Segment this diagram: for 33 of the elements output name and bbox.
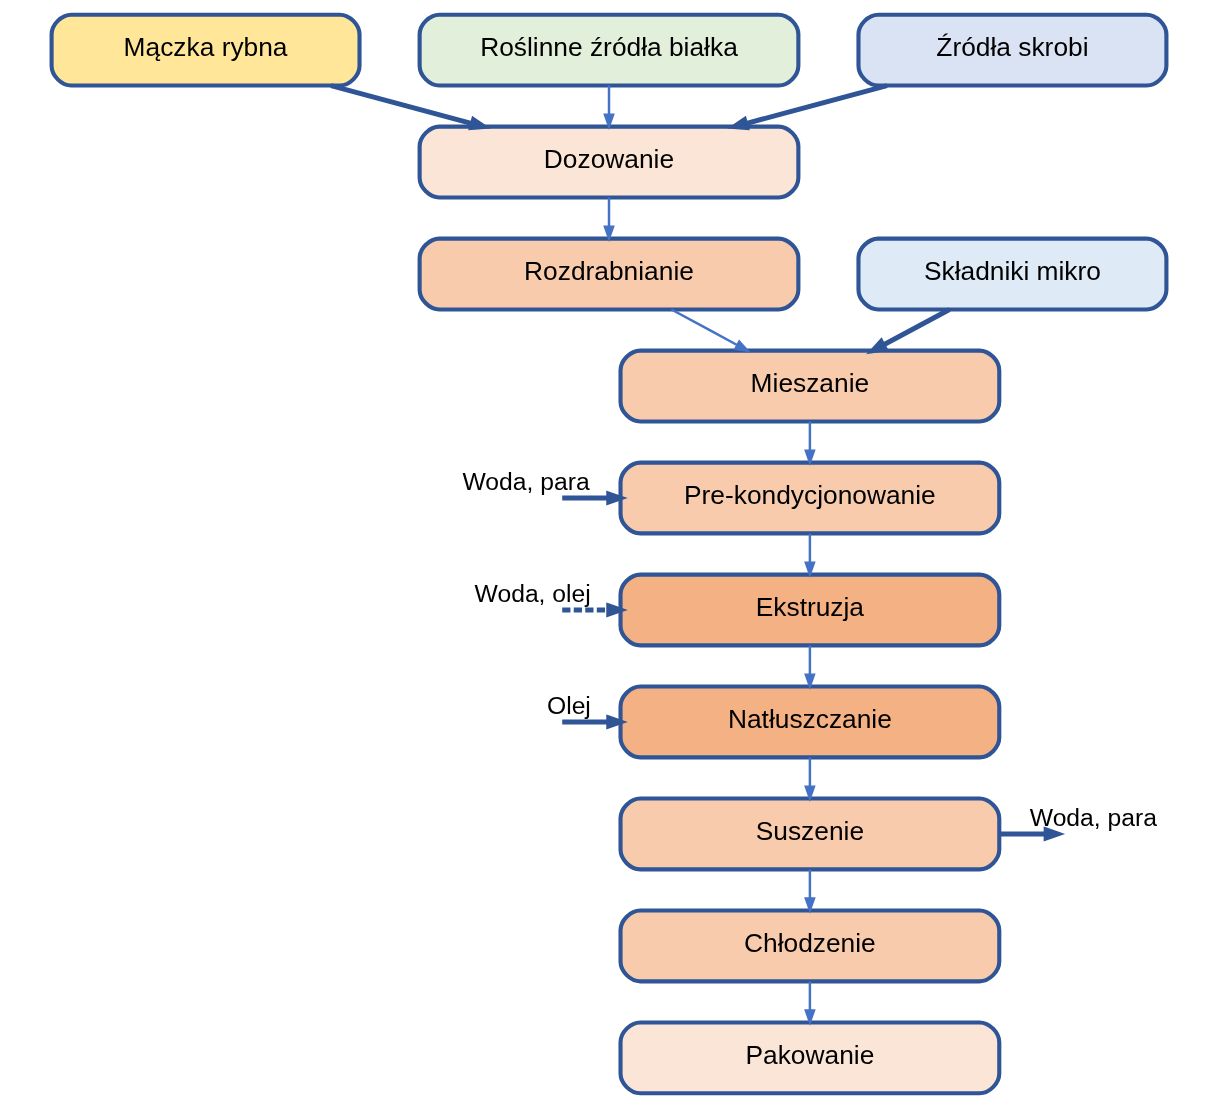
- node-box: Natłuszczanie: [617, 684, 1001, 760]
- arrow: [865, 307, 951, 355]
- node-box: Dozowanie: [417, 124, 800, 200]
- node-box: Mączka rybna: [49, 12, 362, 88]
- node-box: Mieszanie: [617, 348, 1001, 424]
- arrow: [803, 869, 816, 914]
- edge-label: Woda, para: [461, 467, 590, 495]
- node-box: Roślinne źródła białka: [417, 12, 800, 88]
- arrow: [561, 490, 628, 506]
- edge-label: Woda, olej: [474, 579, 591, 607]
- node-box: Suszenie: [617, 796, 1001, 872]
- arrow: [670, 308, 751, 353]
- arrow: [803, 757, 816, 802]
- node-box: Pakowanie: [617, 1020, 1001, 1096]
- node-box: Pre-kondycjonowanie: [617, 460, 1001, 536]
- arrow: [561, 602, 628, 618]
- node-box: Chłodzenie: [617, 908, 1001, 984]
- arrow: [602, 197, 615, 242]
- arrow: [329, 83, 491, 131]
- arrow: [998, 826, 1065, 842]
- node-box: Składniki mikro: [855, 236, 1168, 312]
- edge-label: Olej: [546, 691, 591, 719]
- arrow: [803, 421, 816, 466]
- arrow: [803, 533, 816, 578]
- arrow: [602, 85, 615, 131]
- arrow: [561, 714, 628, 730]
- node-box: Źródła skrobi: [855, 12, 1168, 88]
- arrow: [726, 83, 888, 131]
- node-box: Ekstruzja: [617, 572, 1001, 648]
- node-box: Rozdrabnianie: [417, 236, 800, 312]
- arrow: [803, 981, 816, 1026]
- edge-label: Woda, para: [1029, 803, 1157, 831]
- arrow: [803, 645, 816, 690]
